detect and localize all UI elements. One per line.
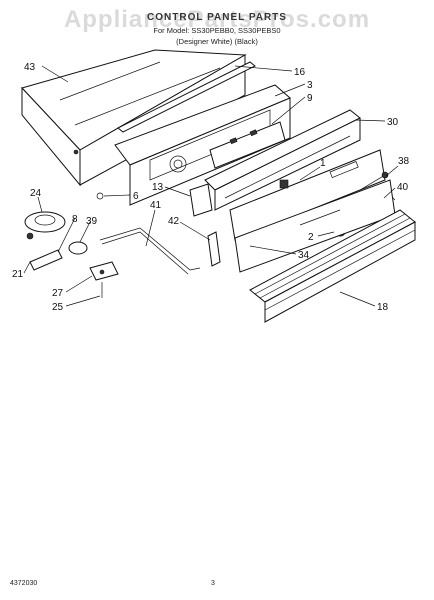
callout-30: 30 — [387, 117, 399, 128]
leader-lines — [23, 65, 399, 307]
callout-43: 43 — [24, 62, 36, 73]
callout-3: 3 — [307, 80, 313, 91]
callout-21: 21 — [12, 269, 24, 280]
part-16-rod — [117, 61, 256, 133]
callout-labels: 43 16 3 9 30 1 38 40 13 6 24 8 39 41 42 … — [12, 62, 410, 313]
watermark: AppliancePartsPros.com — [63, 6, 371, 33]
part-1-overlay — [229, 149, 386, 241]
footer-part-code: 4372030 — [10, 580, 38, 587]
callout-27: 27 — [52, 288, 64, 299]
diagram-title: CONTROL PANEL PARTS — [147, 12, 287, 23]
part-8-latch — [29, 249, 63, 271]
color-note: (Designer White) (Black) — [176, 37, 258, 46]
part-39-cam — [68, 241, 88, 255]
part-27-switch — [89, 261, 119, 298]
model-numbers: For Model: SS30PEBB0, SS30PEBS0 — [153, 26, 281, 35]
part-41-linkage-rod — [99, 227, 201, 275]
callout-39: 39 — [86, 216, 98, 227]
part-30-trim-panel — [204, 109, 361, 211]
callout-8: 8 — [72, 214, 78, 225]
footer-page-number: 3 — [211, 580, 215, 587]
part-13-end-cap — [189, 183, 213, 217]
callout-9: 9 — [307, 93, 313, 104]
part-18-vent-grille — [249, 209, 416, 323]
callout-18: 18 — [377, 302, 389, 313]
callout-2: 2 — [308, 232, 314, 243]
part-24-motor — [24, 211, 66, 240]
callout-40: 40 — [397, 182, 409, 193]
callout-24: 24 — [30, 188, 42, 199]
part-9-control-board — [209, 121, 286, 169]
part-42-bracket — [207, 231, 221, 267]
callout-1: 1 — [320, 158, 326, 169]
callout-38: 38 — [398, 156, 410, 167]
part-6-screw — [96, 192, 104, 200]
callout-6: 6 — [133, 191, 139, 202]
callout-25: 25 — [52, 302, 64, 313]
callout-34: 34 — [298, 250, 310, 261]
callout-13: 13 — [152, 182, 164, 193]
callout-42: 42 — [168, 216, 180, 227]
callout-41: 41 — [150, 200, 162, 211]
callout-16: 16 — [294, 67, 306, 78]
